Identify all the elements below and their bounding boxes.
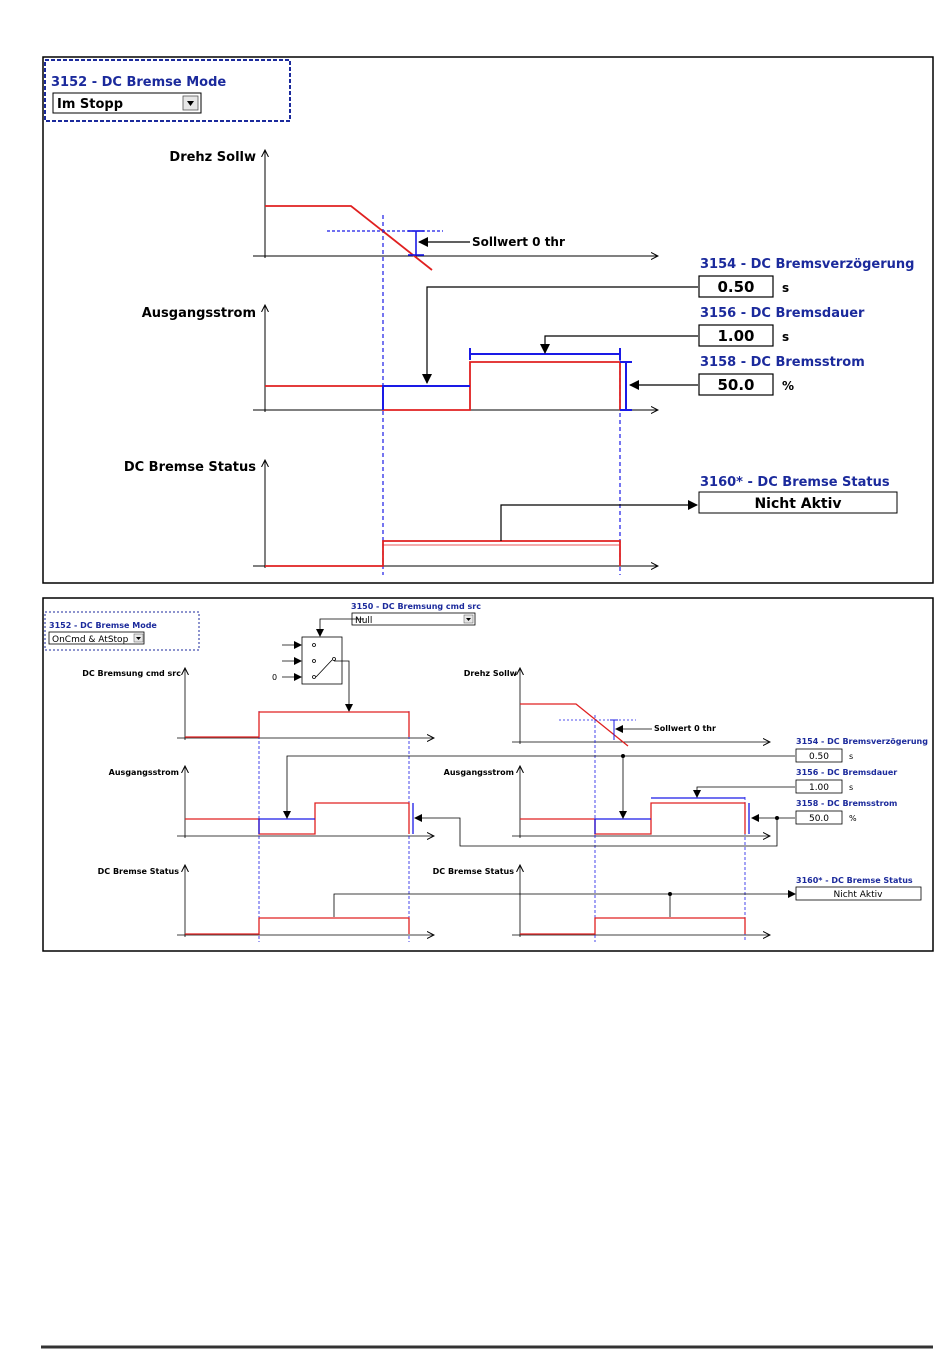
param-3156-label-b: 3156 - DC Bremsdauer: [796, 768, 897, 777]
param-3154-label: 3154 - DC Bremsverzögerung: [700, 257, 914, 272]
param-3156-field[interactable]: [698, 324, 774, 347]
param-3156[interactable]: 3156 - DC Bremsdauer 1.00 s: [698, 306, 865, 347]
cmd-src-group[interactable]: 3150 - DC Bremsung cmd src Null: [351, 602, 481, 626]
cmd-src-label: 3150 - DC Bremsung cmd src: [351, 602, 481, 611]
param-3158-label: 3158 - DC Bremsstrom: [700, 355, 865, 370]
param-3156-connector: [540, 335, 698, 354]
threshold-label: Sollwert 0 thr: [472, 235, 565, 249]
param-3154-label-b: 3154 - DC Bremsverzögerung: [796, 737, 928, 746]
param-3158-unit-b: %: [849, 814, 857, 823]
param-3160-value: Nicht Aktiv: [754, 496, 841, 512]
param-3156-unit: s: [782, 330, 789, 344]
param-3156-value: 1.00: [717, 327, 754, 345]
param-3156-field-b[interactable]: [795, 779, 843, 794]
param-3154-unit: s: [782, 281, 789, 295]
param-3160-field: [698, 491, 898, 514]
status-signal-right: [520, 917, 746, 935]
axis-label-cmd: DC Bremsung cmd src: [82, 669, 181, 678]
threshold-bracket: [408, 230, 424, 256]
param-3154[interactable]: 3154 - DC Bremsverzögerung 0.50 s: [698, 257, 914, 298]
connectors-bottom: [283, 755, 796, 917]
axis-label-current-right: Ausgangsstrom: [444, 768, 514, 777]
axis-label-speed-right: Drehz Sollw: [464, 669, 518, 678]
axis-label-status-left: DC Bremse Status: [98, 867, 180, 876]
axis-label-status-right: DC Bremse Status: [433, 867, 515, 876]
param-3156-value-b: 1.00: [809, 783, 829, 793]
param-3158-field-b[interactable]: [795, 810, 843, 825]
param-3160-value-b: Nicht Aktiv: [834, 890, 884, 900]
param-3158-unit: %: [782, 379, 794, 393]
axis-label-speed: Drehz Sollw: [169, 150, 256, 165]
speed-signal-right: [520, 703, 629, 747]
status-signal-left: [185, 917, 410, 935]
brake-mode-group[interactable]: 3152 - DC Bremse Mode Im Stopp: [44, 59, 291, 122]
param-3156-unit-b: s: [849, 783, 853, 792]
speed-signal: [265, 205, 433, 271]
param-3154-field[interactable]: [698, 275, 774, 298]
param-3154-field-b[interactable]: [795, 748, 843, 763]
panel-bottom: 3152 - DC Bremse Mode OnCmd & AtStop 315…: [42, 597, 934, 952]
param-3156-b[interactable]: 3156 - DC Bremsdauer 1.00 s: [795, 768, 897, 794]
param-3160-label-b: 3160* - DC Bremse Status: [796, 876, 913, 885]
param-3158-value-b: 50.0: [809, 814, 829, 824]
source-switch: [282, 618, 364, 712]
switch-zero-label: 0: [272, 673, 277, 682]
param-3160-field-b: [795, 886, 922, 901]
param-3160-b: 3160* - DC Bremse Status Nicht Aktiv: [795, 876, 922, 901]
axis-label-current-left: Ausgangsstrom: [109, 768, 179, 777]
param-3158-b[interactable]: 3158 - DC Bremsstrom 50.0 %: [795, 799, 897, 825]
param-3154-unit-b: s: [849, 752, 853, 761]
cmd-src-value: Null: [355, 616, 372, 626]
brake-mode-select-2[interactable]: [48, 631, 145, 645]
param-3158-field[interactable]: [698, 373, 774, 396]
param-3158-value: 50.0: [717, 376, 754, 394]
brake-mode-select[interactable]: [52, 92, 202, 114]
axis-label-status: DC Bremse Status: [124, 460, 256, 475]
threshold-label-right: Sollwert 0 thr: [654, 724, 716, 733]
threshold-bracket-right: [610, 719, 618, 740]
param-3154-value: 0.50: [717, 278, 754, 296]
axes-bottom: [177, 668, 770, 937]
panel-top: 3152 - DC Bremse Mode Im Stopp Drehz Sol…: [42, 56, 934, 584]
brake-mode-value: Im Stopp: [57, 97, 123, 112]
cmd-signal: [185, 711, 410, 738]
brake-indicator-right: [594, 797, 750, 834]
brake-mode-group-2[interactable]: 3152 - DC Bremse Mode OnCmd & AtStop: [44, 611, 200, 651]
param-3158-label-b: 3158 - DC Bremsstrom: [796, 799, 897, 808]
brake-mode-label: 3152 - DC Bremse Mode: [51, 75, 226, 90]
param-3160-label: 3160* - DC Bremse Status: [700, 475, 890, 490]
brake-indicator-left: [258, 803, 414, 834]
axis-label-current: Ausgangsstrom: [142, 306, 256, 321]
brake-mode-value-2: OnCmd & AtStop: [52, 635, 129, 645]
brake-current-indicator: [382, 348, 632, 411]
brake-mode-label-2: 3152 - DC Bremse Mode: [49, 621, 157, 630]
status-connector: [500, 500, 698, 541]
param-3154-connector: [422, 286, 698, 384]
param-3160: 3160* - DC Bremse Status Nicht Aktiv: [698, 475, 898, 514]
panel-bottom-frame: [42, 597, 934, 952]
param-3158[interactable]: 3158 - DC Bremsstrom 50.0 %: [698, 355, 865, 396]
status-signal: [265, 540, 621, 567]
param-3154-b[interactable]: 3154 - DC Bremsverzögerung 0.50 s: [795, 737, 928, 763]
param-3154-value-b: 0.50: [809, 752, 829, 762]
param-3156-label: 3156 - DC Bremsdauer: [700, 306, 865, 321]
